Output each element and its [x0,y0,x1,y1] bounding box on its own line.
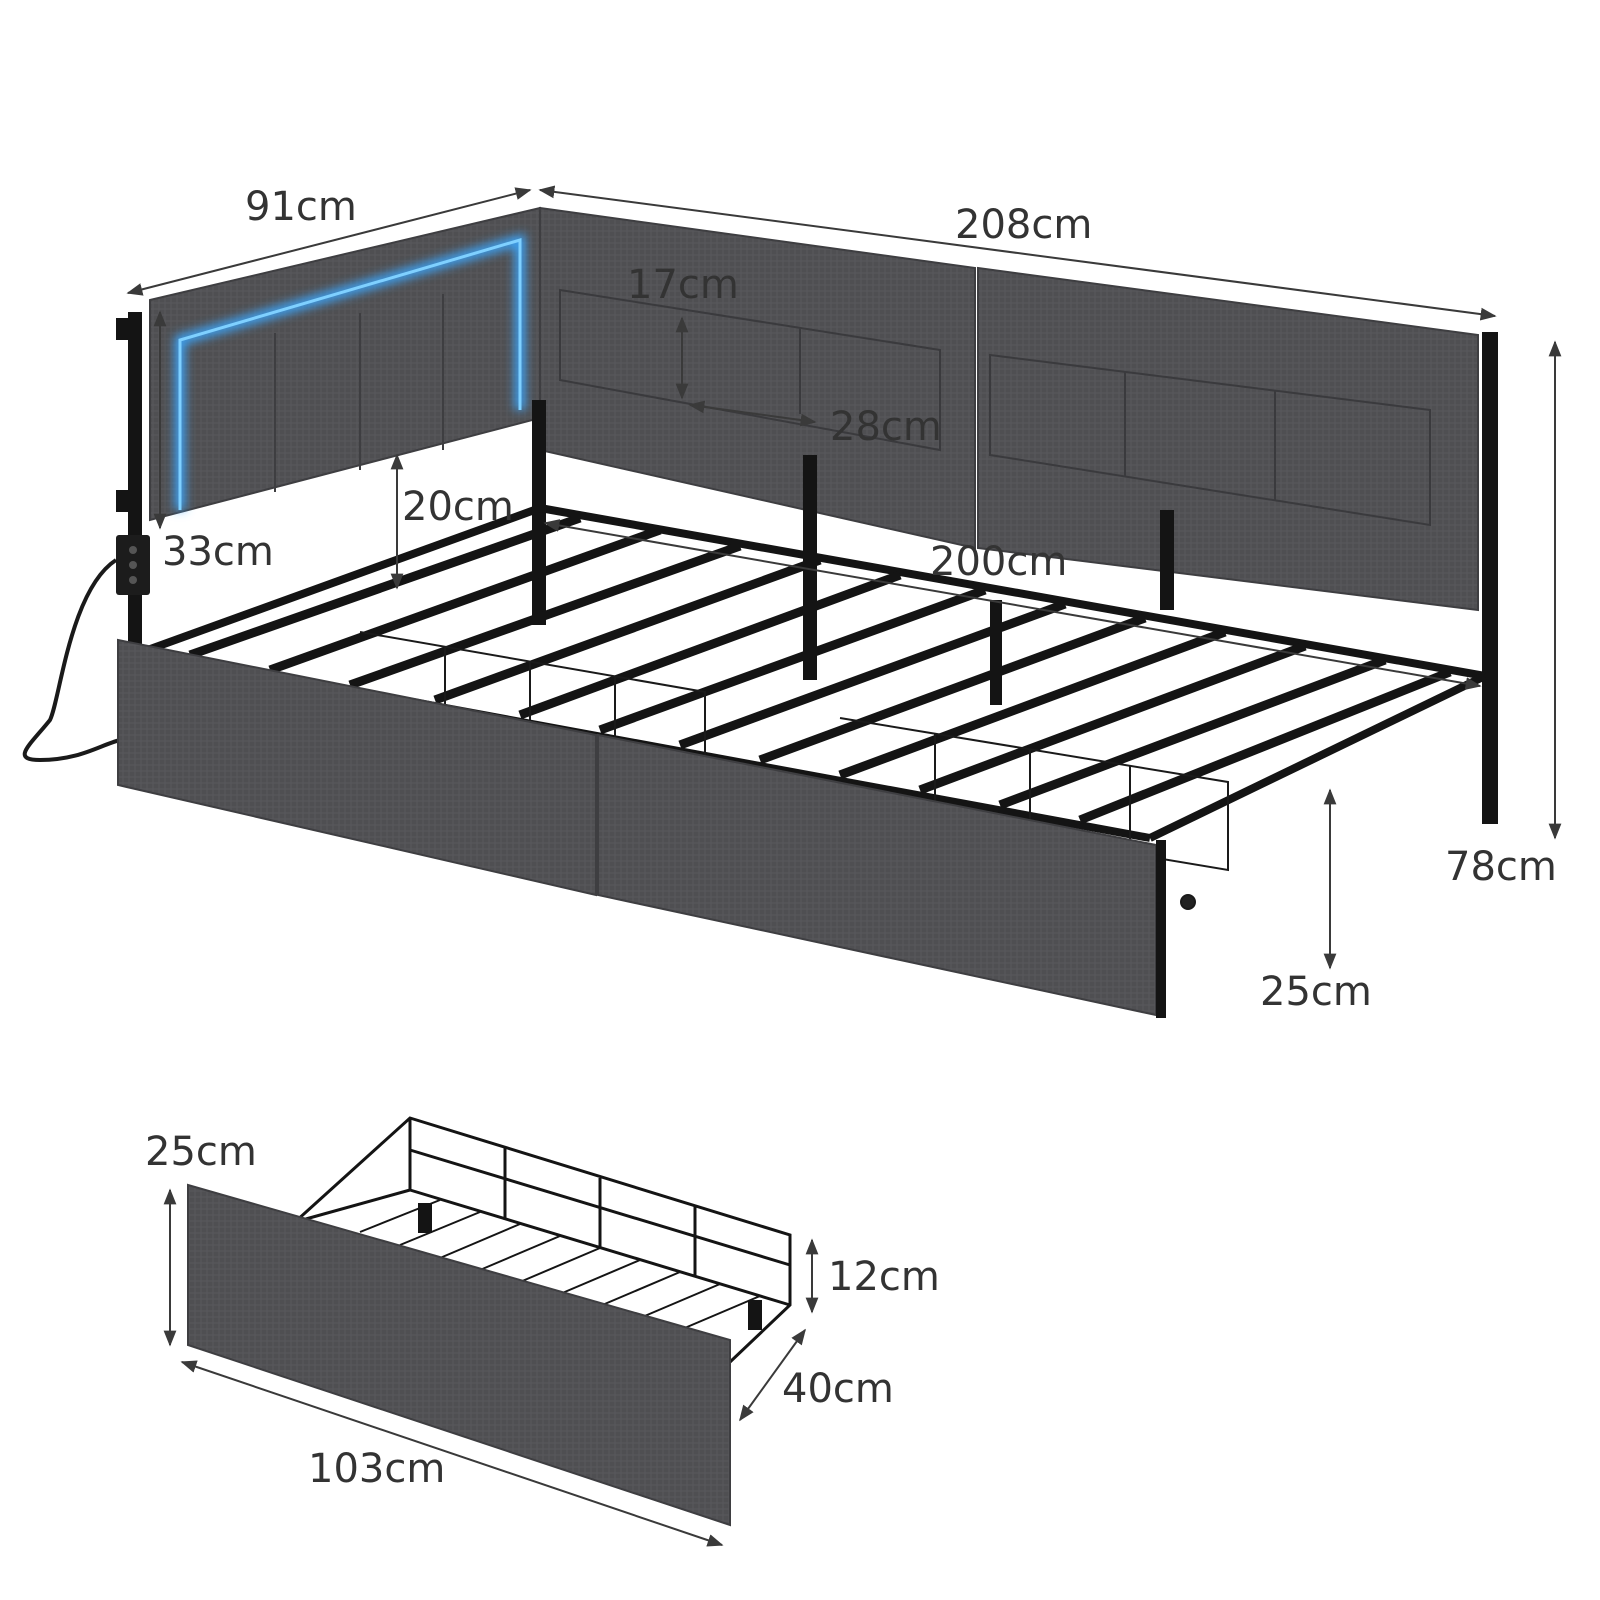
back-headboard-left [539,206,976,550]
left-post [128,312,142,662]
dim-under-bed-clearance: 25cm [1260,969,1372,1015]
drawer-illustration [187,1116,792,1527]
front-right-leg [1156,840,1166,1018]
left-post-clip-bottom [116,490,130,512]
drawer-wheel-icon-2 [748,1300,762,1330]
dim-side-length: 91cm [245,184,357,230]
dim-inner-length: 200cm [930,539,1067,585]
dim-pocket-width: 28cm [830,404,942,450]
side-cushions [274,294,444,492]
drawer-dimensions: 25cm 12cm 40cm 103cm [145,1129,940,1547]
dim-side-panel-height: 33cm [162,529,274,575]
drawer-wheel-icon [418,1203,432,1233]
bed-dimensions: 91cm 208cm 17cm 28cm 20cm 33cm 200cm 78c… [126,184,1562,1015]
left-post-clip-top [116,318,130,340]
drawer-wire-basket [293,1116,792,1364]
front-panel-left [117,638,597,897]
dim-total-height: 78cm [1445,844,1557,890]
dim-drawer-front-height: 25cm [145,1129,257,1175]
dim-drawer-basket-height: 12cm [828,1254,940,1300]
right-end-post [1482,332,1498,824]
center-support-leg [990,600,1002,705]
dim-drawer-length: 103cm [308,1446,445,1492]
bed-illustration [22,206,1498,1018]
dim-pocket-height: 17cm [627,262,739,308]
back-post-right [1160,510,1174,610]
drawer-front-panel [187,1183,731,1527]
dim-drawer-depth: 40cm [782,1366,894,1412]
power-cord [22,558,121,763]
dim-back-length: 208cm [955,202,1092,248]
dim-headboard-clearance: 20cm [402,484,514,530]
